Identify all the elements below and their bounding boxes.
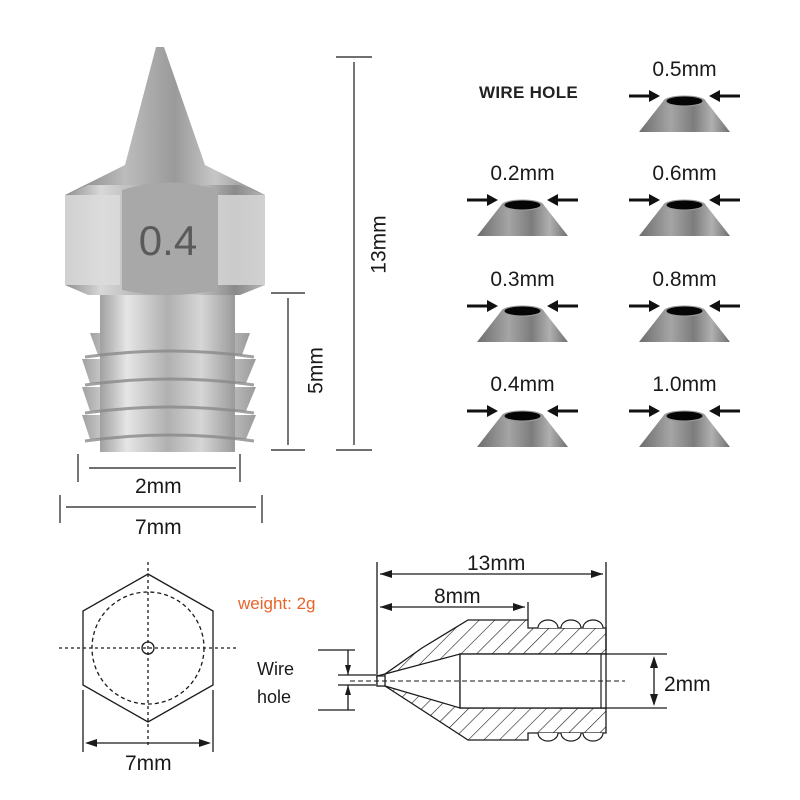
nozzle-tip-icon	[465, 192, 580, 238]
hole-size-label: 0.5mm	[652, 58, 717, 81]
hole-size-label: 1.0mm	[652, 373, 717, 396]
wire-hole-label-line1: Wire	[257, 659, 294, 679]
hole-size-0.3: 0.3mm	[465, 268, 580, 348]
hole-size-0.8: 0.8mm	[627, 268, 742, 348]
weight-label: weight: 2g	[238, 594, 316, 613]
hole-size-0.6: 0.6mm	[627, 162, 742, 242]
hex-end-view	[59, 562, 237, 752]
nozzle-photo: 0.4	[60, 45, 280, 465]
photo-dimension-lines	[59, 56, 372, 523]
hole-size-0.2: 0.2mm	[465, 162, 580, 242]
hole-size-0.5: 0.5mm	[627, 58, 742, 138]
wire-hole-label-line2: hole	[257, 687, 292, 707]
hex-width-label: 7mm	[135, 516, 182, 539]
hole-size-label: 0.2mm	[490, 162, 555, 185]
total-length-label: 13mm	[467, 552, 526, 575]
hole-size-1.0: 1.0mm	[627, 373, 742, 453]
nozzle-illustration: 0.4	[65, 47, 265, 452]
cross-section-drawing	[318, 562, 667, 742]
nozzle-tip-icon	[627, 192, 742, 238]
hole-size-label: 0.8mm	[652, 268, 717, 291]
bore-diameter-label: 2mm	[664, 673, 711, 696]
hole-size-label: 0.6mm	[652, 162, 717, 185]
nozzle-tip-icon	[627, 88, 742, 134]
cone-length-label: 8mm	[434, 585, 481, 608]
hole-size-label: 0.3mm	[490, 268, 555, 291]
hex-width-label: 7mm	[125, 752, 172, 775]
thread-length-label: 5mm	[304, 347, 328, 394]
nozzle-engraving: 0.4	[139, 217, 197, 264]
nozzle-tip-icon	[465, 298, 580, 344]
hole-size-0.4: 0.4mm	[465, 373, 580, 453]
hole-size-label: 0.4mm	[490, 373, 555, 396]
thread-diameter-label: 2mm	[135, 475, 182, 498]
nozzle-tip-icon	[627, 298, 742, 344]
wire-hole-title: WIRE HOLE	[479, 83, 579, 102]
nozzle-tip-icon	[465, 403, 580, 449]
total-height-label: 13mm	[367, 215, 391, 274]
nozzle-tip-icon	[627, 403, 742, 449]
